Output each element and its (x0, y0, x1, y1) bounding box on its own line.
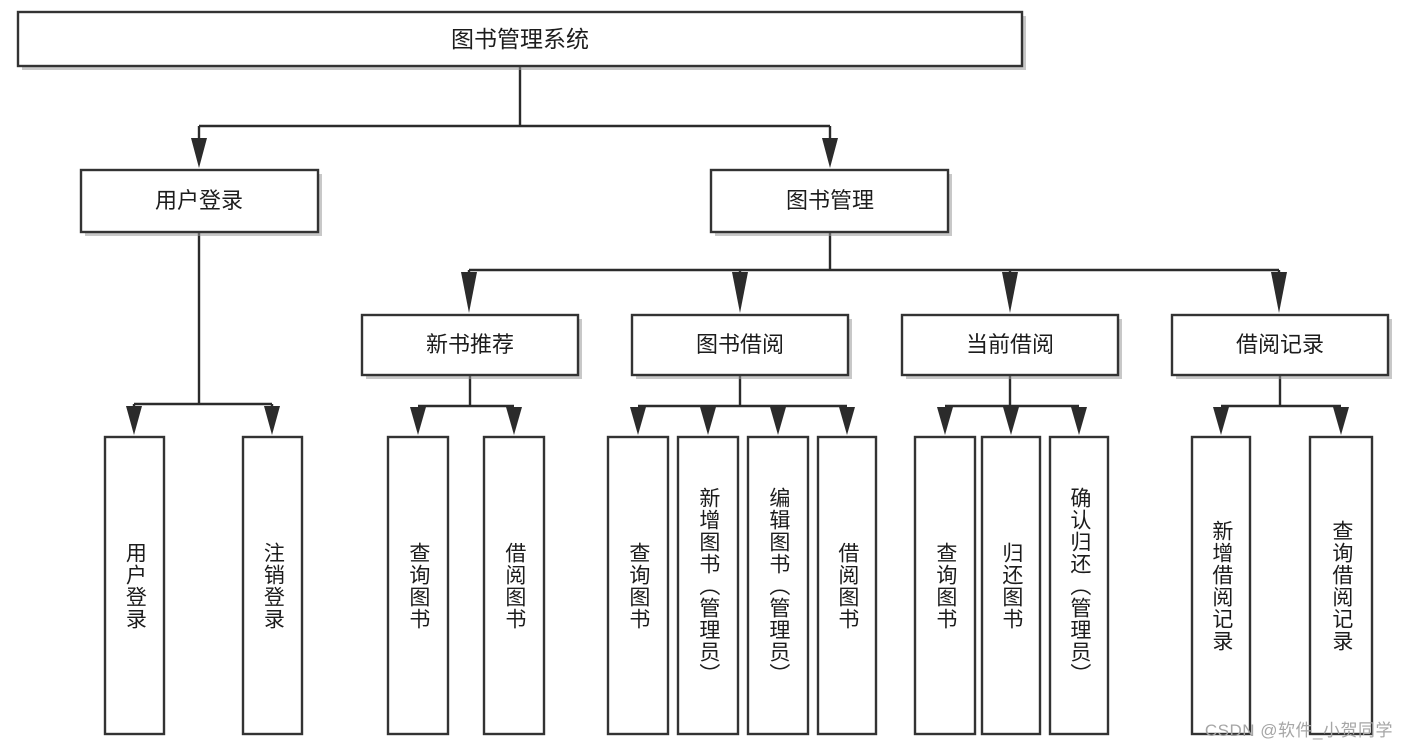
arrow-head-l-add-record (1213, 407, 1229, 435)
leaf-box-l-query-book-2[interactable] (606, 435, 670, 736)
leaf-box-leaf-user-login[interactable] (103, 435, 166, 736)
watermark-text: CSDN @软件_小贺同学 (1204, 721, 1393, 740)
arrow-head-book-manage (822, 138, 838, 168)
root-node-box[interactable] (16, 10, 1024, 68)
book-borrow-node-label: 图书借阅 (696, 332, 784, 357)
arrow-head-l-borrow-book-1 (506, 407, 522, 435)
arrow-head-l-return-book (1003, 407, 1019, 435)
leaf-box-leaf-logout[interactable] (241, 435, 304, 736)
new-book-rec-node-box[interactable] (360, 313, 580, 377)
arrow-head-book-borrow (732, 272, 748, 313)
borrow-record-node-box[interactable] (1170, 313, 1390, 377)
arrow-head-user-login (191, 138, 207, 168)
arrow-head-current-borrow (1002, 272, 1018, 313)
leaf-box-l-edit-book[interactable] (746, 435, 810, 736)
current-borrow-node-box[interactable] (900, 313, 1120, 377)
book-borrow-node-box[interactable] (630, 313, 850, 377)
current-borrow-node-label: 当前借阅 (966, 332, 1054, 357)
arrow-head-l-query-record (1333, 407, 1349, 435)
leaf-box-l-borrow-book-1[interactable] (482, 435, 546, 736)
user-login-node-label: 用户登录 (155, 188, 243, 213)
node-layer: 图书管理系统 用户登录 图书管理 新书推荐 图书借阅 当前借阅 借阅记录 (16, 10, 1392, 736)
arrow-head-l-borrow-book-2 (839, 407, 855, 435)
connector-layer (126, 66, 1349, 435)
arrow-head-l-query-book-2 (630, 407, 646, 435)
user-login-node-box[interactable] (79, 168, 320, 234)
leaf-box-l-add-book[interactable] (676, 435, 740, 736)
arrow-head-leaf-user-login (126, 406, 142, 435)
leaf-box-l-borrow-book-2[interactable] (816, 435, 878, 736)
book-manage-node-label: 图书管理 (786, 188, 874, 213)
leaf-box-l-confirm-return[interactable] (1048, 435, 1110, 736)
borrow-record-node-label: 借阅记录 (1236, 332, 1324, 357)
leaf-box-l-add-record[interactable] (1190, 435, 1252, 736)
leaf-box-l-return-book[interactable] (980, 435, 1042, 736)
leaf-box-l-query-record[interactable] (1308, 435, 1374, 736)
arrow-head-new-book-rec (461, 272, 477, 313)
arrow-head-l-query-book-3 (937, 407, 953, 435)
new-book-rec-node-label: 新书推荐 (426, 332, 514, 357)
arrow-head-l-add-book (700, 407, 716, 435)
leaf-box-l-query-book-1[interactable] (386, 435, 450, 736)
root-node-label: 图书管理系统 (451, 26, 589, 52)
arrow-head-borrow-record (1271, 272, 1287, 313)
arrow-head-l-confirm-return (1071, 407, 1087, 435)
book-manage-node-box[interactable] (709, 168, 950, 234)
arrow-head-l-query-book-1 (410, 407, 426, 435)
leaf-box-l-query-book-3[interactable] (913, 435, 977, 736)
arrow-head-leaf-logout (264, 406, 280, 435)
arrow-head-l-edit-book (770, 407, 786, 435)
